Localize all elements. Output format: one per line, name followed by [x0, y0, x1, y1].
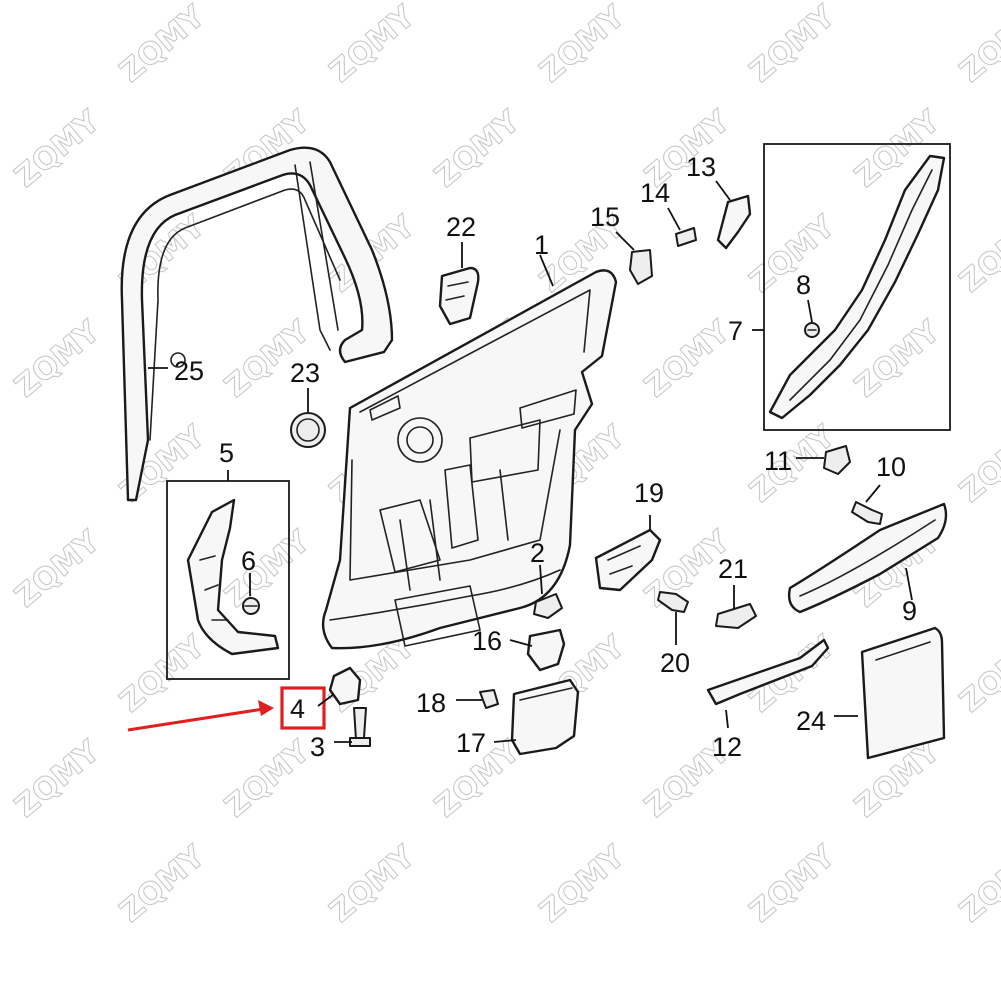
callout-18: 18 [416, 688, 446, 718]
part-15-clip [629, 249, 653, 285]
watermark-text-4: ZQMY [743, 0, 842, 90]
part-8-screw [804, 322, 820, 338]
part-1-door-trim-panel [321, 269, 618, 650]
callout-1: 1 [534, 230, 549, 260]
watermark-text-44: ZQMY [0, 838, 3, 929]
highlight-arrow-head [258, 700, 274, 716]
watermark-text-33: ZQMY [0, 628, 3, 719]
part-17-bin [510, 678, 580, 756]
callout-19: 19 [634, 478, 664, 508]
watermark-text-45: ZQMY [113, 838, 212, 929]
callout-labels: 1 2 3 4 5 6 7 8 9 10 11 12 13 14 15 16 1… [174, 152, 917, 762]
callout-23: 23 [290, 358, 320, 388]
part-9-armrest-trim [787, 502, 948, 614]
part-4-bracket [328, 666, 362, 706]
callout-22: 22 [446, 212, 476, 242]
watermark-text-5: ZQMY [953, 0, 1001, 90]
callout-20: 20 [660, 648, 690, 678]
part-23-speaker-ring [290, 412, 326, 448]
watermark-text-46: ZQMY [323, 838, 422, 929]
callout-3: 3 [310, 732, 325, 762]
part-20-screw [657, 591, 689, 613]
watermark-text-15: ZQMY [743, 208, 842, 299]
callout-11: 11 [764, 446, 792, 476]
watermark-text-11: ZQMY [0, 208, 3, 299]
callout-13: 13 [686, 152, 716, 182]
part-12-pull-handle [706, 638, 830, 706]
part-14-screw [675, 227, 697, 247]
watermark-text-49: ZQMY [953, 838, 1001, 929]
watermark-text-47: ZQMY [533, 838, 632, 929]
callout-25: 25 [174, 356, 204, 386]
part-11-clip [823, 445, 851, 475]
part-5-inset-box [166, 480, 290, 680]
watermark-text-2: ZQMY [323, 0, 422, 90]
watermark-text-28: ZQMY [8, 523, 107, 614]
part-24-end-cap [860, 626, 946, 760]
callout-9: 9 [902, 596, 917, 626]
watermark-text-38: ZQMY [953, 628, 1001, 719]
part-21-cover [715, 603, 757, 629]
watermark-text-34: ZQMY [113, 628, 212, 719]
watermark-text-3: ZQMY [533, 0, 632, 90]
highlight-part-4 [127, 686, 326, 732]
callout-2: 2 [530, 538, 545, 568]
callout-15: 15 [590, 202, 620, 232]
watermark-text-17: ZQMY [8, 313, 107, 404]
callout-4: 4 [290, 694, 305, 724]
part-13-bracket [716, 194, 752, 250]
watermark-text-8: ZQMY [428, 103, 527, 194]
callout-6: 6 [241, 546, 256, 576]
part-16-switch [526, 628, 566, 672]
part-25-window-channel [120, 146, 394, 502]
callout-10: 10 [876, 452, 906, 482]
watermark-text-48: ZQMY [743, 838, 842, 929]
callout-5: 5 [219, 438, 234, 468]
highlight-arrow [127, 706, 271, 732]
watermark-text-27: ZQMY [953, 418, 1001, 509]
watermark-text-0: ZQMY [0, 0, 3, 90]
part-22-bracket [438, 266, 480, 326]
watermark-text-29: ZQMY [218, 523, 317, 614]
leader-lines [148, 180, 913, 743]
callout-12: 12 [712, 732, 742, 762]
callout-17: 17 [456, 728, 486, 758]
part-3-screw [349, 707, 371, 747]
part-2-clip [533, 593, 563, 619]
watermark-text-6: ZQMY [8, 103, 107, 194]
part-6-clip [242, 597, 260, 615]
watermark-text-40: ZQMY [218, 733, 317, 824]
part-7-inset-box [763, 143, 951, 431]
part-10-screw [851, 501, 883, 525]
callout-24: 24 [796, 706, 826, 736]
watermark-text-39: ZQMY [8, 733, 107, 824]
callout-14: 14 [640, 178, 670, 208]
part-18-screw [479, 689, 499, 709]
watermark-text-20: ZQMY [638, 313, 737, 404]
callout-16: 16 [472, 626, 502, 656]
highlight-box [280, 686, 326, 730]
callout-8: 8 [796, 270, 811, 300]
watermark-text-22: ZQMY [0, 418, 3, 509]
callout-7: 7 [728, 316, 743, 346]
watermark-text-16: ZQMY [953, 208, 1001, 299]
watermark-text-1: ZQMY [113, 0, 212, 90]
callout-21: 21 [718, 554, 748, 584]
